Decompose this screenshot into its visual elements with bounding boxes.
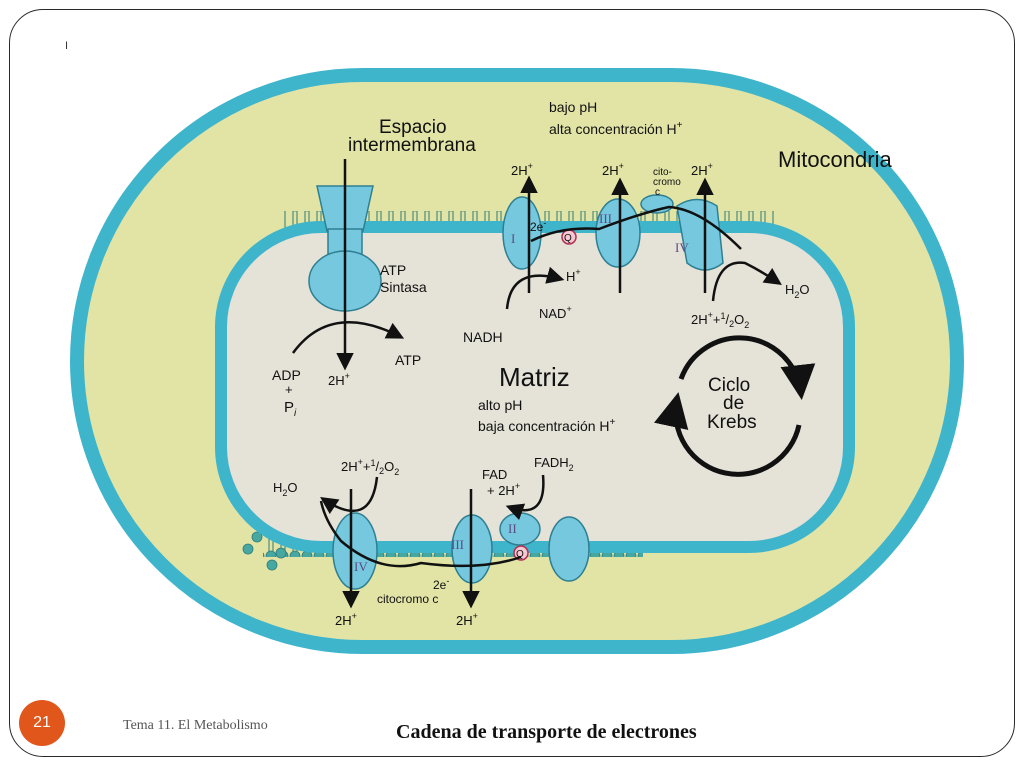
slide-title: Cadena de transporte de electrones: [396, 721, 697, 743]
oxygen-upper-label: 2H++1/2O2: [691, 310, 749, 330]
bajo-ph-label: bajo pH: [549, 99, 597, 115]
krebs-cycle-arrow-bottom: [654, 392, 802, 477]
lower-middle-2h-label: 2H+: [456, 611, 478, 628]
proton-arrows: [291, 159, 782, 609]
atp-sintasa-label-2: Sintasa: [380, 279, 427, 295]
two-e-upper: 2e-: [530, 218, 546, 234]
cito-label-1: cito-: [653, 167, 672, 178]
to-water-upper-arrow: [711, 261, 782, 302]
h-upper-label: H+: [566, 267, 581, 284]
atp-sintasa-label-1: ATP: [380, 262, 406, 278]
two-e-lower: 2e-: [433, 576, 449, 592]
h2o-lower-label: H2O: [273, 480, 298, 498]
slide-frame: I: [9, 9, 1015, 757]
fad-label: FAD: [482, 467, 507, 482]
nadh-arrow: [505, 266, 565, 310]
cito-label-3: c: [655, 187, 660, 198]
baja-conc-label: baja concentración H+: [478, 417, 616, 434]
complex-iv-upper: [676, 198, 724, 271]
atp-synthase-2h-label: 2H+: [328, 371, 350, 388]
krebs-label-2: de: [723, 393, 744, 414]
complex-iii-lower-label: III: [451, 537, 464, 552]
adp-plus: +: [285, 382, 293, 397]
fad-2h-label: + 2H+: [487, 481, 520, 498]
adp-to-atp-arrow: [291, 321, 405, 354]
complex-iii-upper: [595, 198, 641, 268]
quinone-upper-label: Q: [564, 233, 572, 244]
krebs-label-3: Krebs: [707, 412, 757, 433]
mitocondria-label: Mitocondria: [778, 147, 892, 172]
complex-i-label: I: [511, 231, 515, 246]
adp-label: ADP: [272, 367, 301, 383]
oxygen-lower-label: 2H++1/2O2: [341, 457, 399, 477]
krebs-cycle-arrow-top: [678, 335, 816, 400]
krebs-label-1: Ciclo: [708, 375, 750, 396]
complex-i-2h-label: 2H+: [511, 161, 533, 178]
complex-iv-lower-label: IV: [354, 559, 368, 574]
complex-iv-2h-label: 2H+: [691, 161, 713, 178]
alto-ph-label: alto pH: [478, 397, 522, 413]
fadh2-label: FADH2: [534, 455, 574, 473]
electron-path-lower: [319, 500, 522, 568]
alta-conc-label: alta concentración H+: [549, 120, 683, 137]
quinone-lower: [513, 545, 529, 561]
espacio-label-2: intermembrana: [348, 135, 476, 156]
footer-topic: Tema 11. El Metabolismo: [123, 718, 268, 733]
pi-label: Pi: [284, 399, 297, 419]
quinone-lower-label: Q: [516, 549, 524, 560]
nad-label: NAD+: [539, 304, 572, 321]
complex-ii-label: II: [508, 521, 517, 536]
espacio-label-1: Espacio: [379, 117, 447, 138]
complex-iii-2h-label: 2H+: [602, 161, 624, 178]
complex-i-upper: [502, 196, 542, 270]
protein-lower-right: [548, 516, 590, 582]
matriz-label: Matriz: [499, 362, 570, 392]
mitochondria-diagram: Espacio intermembrana bajo pH alta conce…: [70, 68, 964, 654]
h2o-upper-label: H2O: [785, 282, 810, 300]
complex-iii-upper-label: III: [599, 211, 612, 226]
lower-left-2h-label: 2H+: [335, 611, 357, 628]
nadh-label: NADH: [463, 329, 503, 345]
cito-label-2: cromo: [653, 177, 681, 188]
slide-number-badge: 21: [19, 700, 65, 746]
atp-label: ATP: [395, 352, 421, 368]
complex-ii-lower: [499, 512, 541, 546]
complex-iv-upper-label: IV: [675, 240, 689, 255]
citocromo-c-label: citocromo c: [377, 592, 438, 606]
to-water-lower-arrow: [320, 476, 379, 515]
corner-mark: I: [65, 40, 69, 52]
electron-path-upper: [530, 205, 742, 250]
fadh2-arrow: [505, 474, 545, 521]
